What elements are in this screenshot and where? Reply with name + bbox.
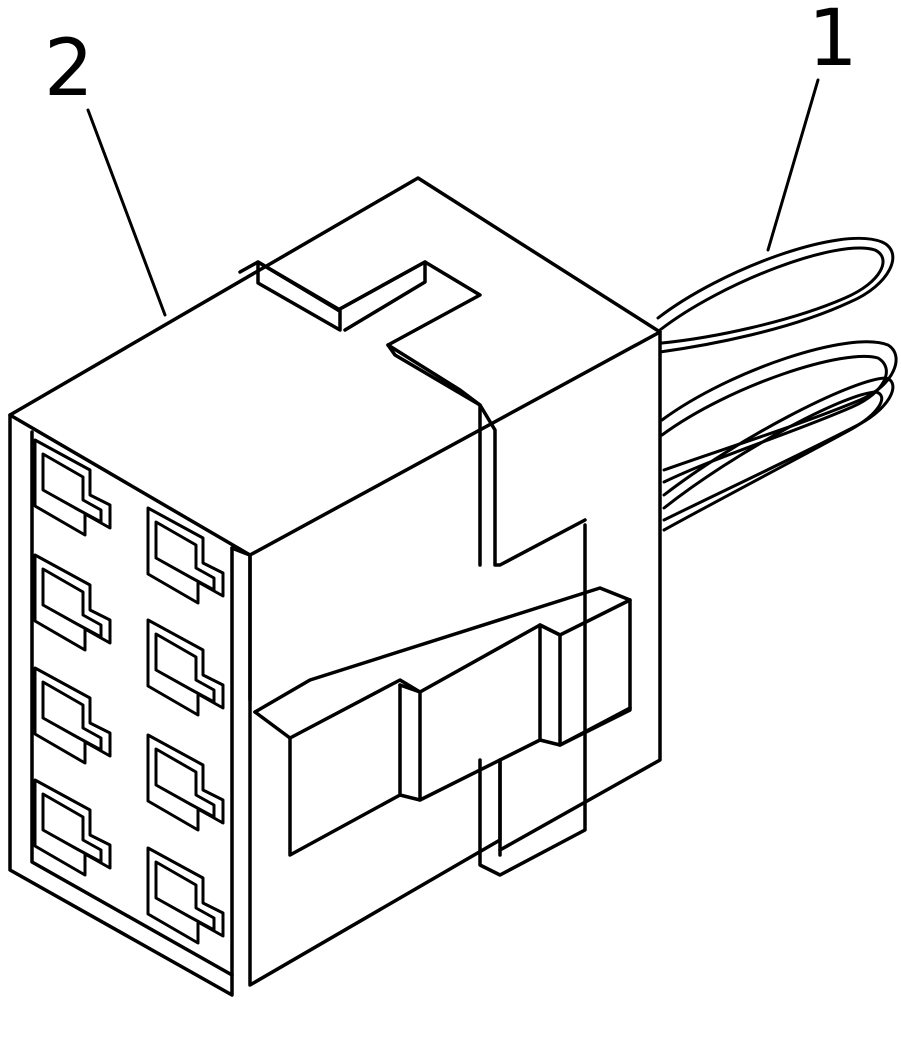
terminal-cavity [146, 506, 225, 605]
bottom-guide-rail [478, 523, 587, 877]
terminal-cavities [33, 438, 225, 945]
top-latch-slot-inner [256, 260, 342, 332]
housing-side-face [248, 553, 502, 987]
terminal-cavity [33, 553, 112, 652]
housing-front-inner-border [30, 430, 234, 977]
terminal-cavity [146, 618, 225, 717]
leader-line-2 [86, 108, 167, 317]
top-latch-slot [238, 260, 587, 567]
lever-block-mid [398, 626, 542, 802]
wire-loop-bottom [662, 376, 895, 522]
callout-label-1: 1 [808, 0, 858, 84]
lever-ramp [253, 586, 632, 747]
locking-lever [253, 586, 632, 857]
connector-housing [8, 176, 662, 997]
terminal-cavity [33, 778, 112, 877]
wire-loop-upper-inner [658, 246, 885, 345]
housing-top-face [8, 176, 662, 557]
wire-loops [656, 236, 898, 532]
terminal-cavity [33, 666, 112, 765]
latch-rail [386, 343, 482, 567]
wire-loop-bottom-inner [662, 390, 884, 532]
lever-block-front [288, 683, 402, 857]
leader-line-1 [766, 78, 820, 252]
lever-block-rear [538, 623, 632, 747]
terminal-cavity [33, 438, 112, 537]
top-latch-notch [336, 260, 427, 332]
wire-loop-upper [656, 236, 895, 354]
terminal-cavity [146, 846, 225, 945]
wire-loop-lower [660, 340, 898, 472]
lever-top [253, 598, 632, 740]
terminal-cavity [146, 733, 225, 832]
housing-front-bevel [230, 546, 252, 702]
housing-side-edge [498, 330, 662, 852]
wire-loop-lower-inner [660, 354, 888, 484]
callout-label-2: 2 [44, 24, 94, 114]
